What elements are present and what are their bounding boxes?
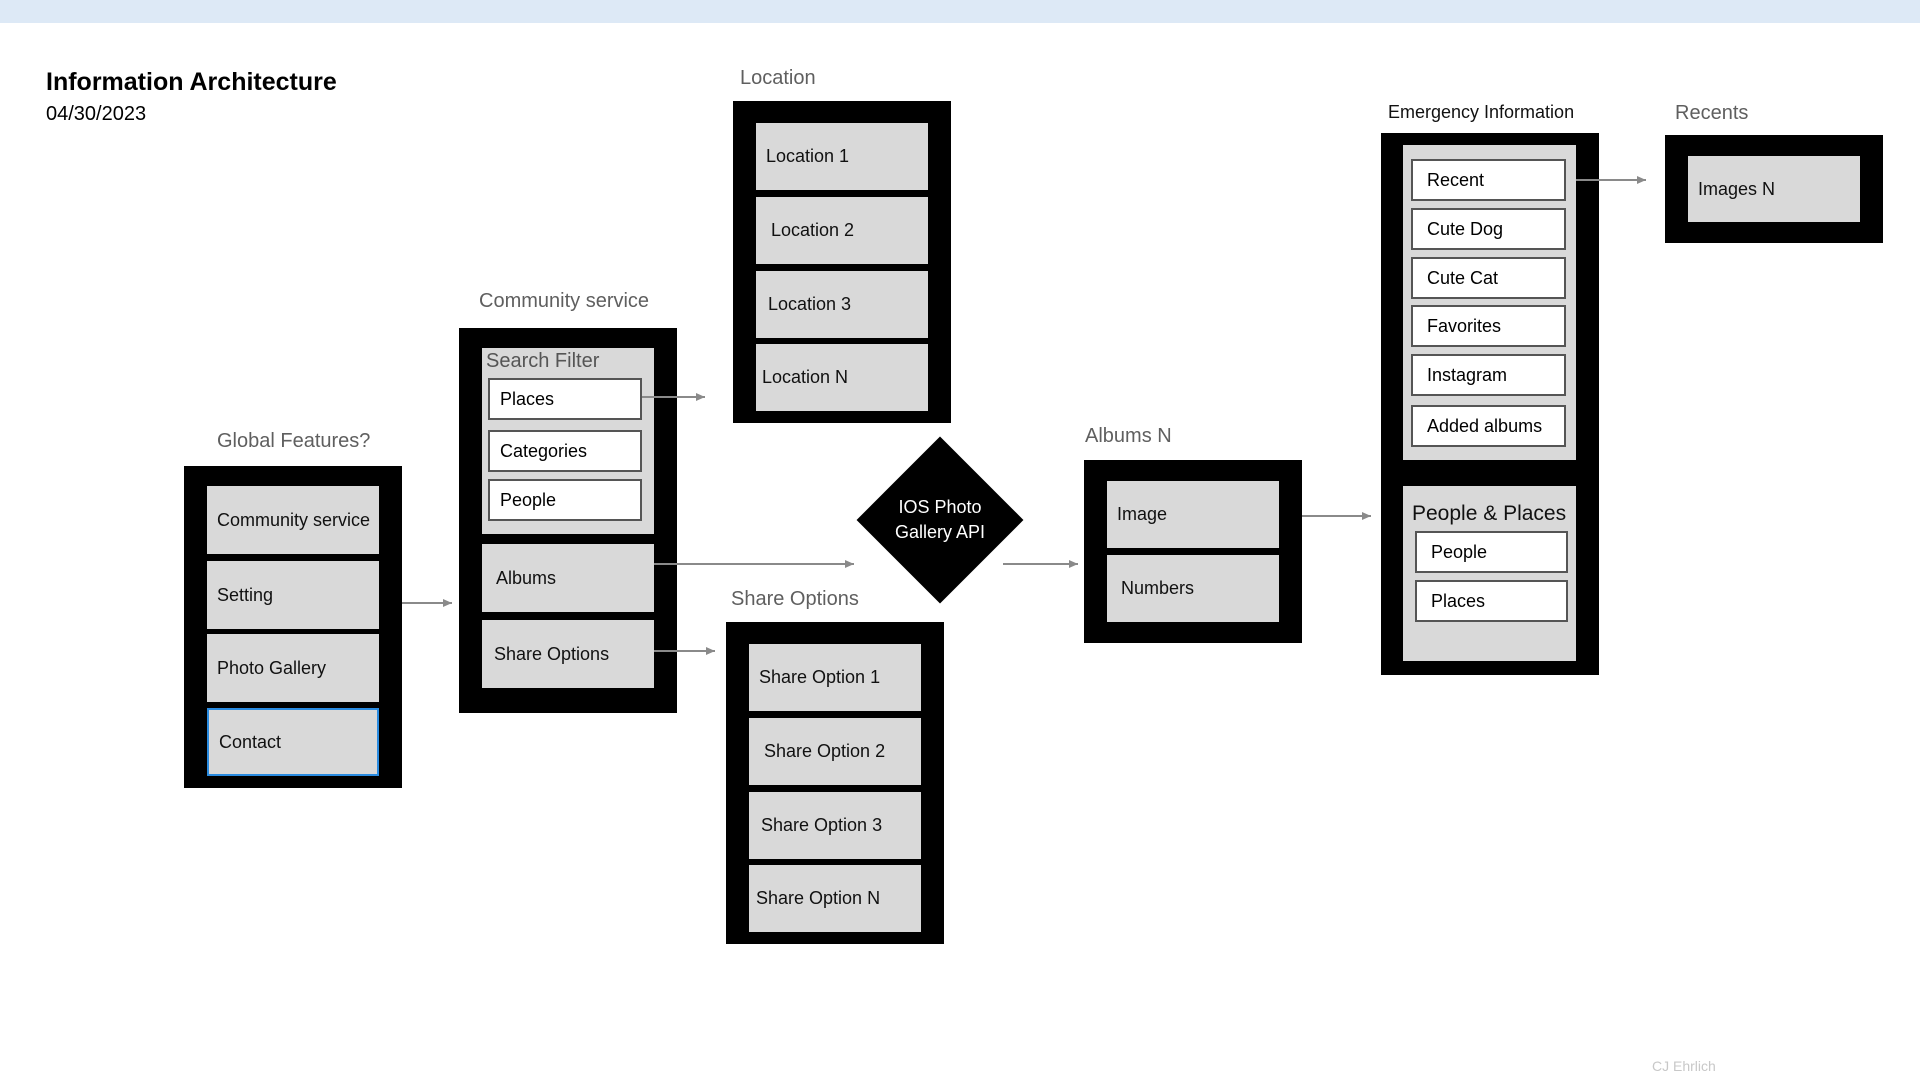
community-item-share-options[interactable]: Share Options xyxy=(482,620,654,688)
filter-people[interactable]: People xyxy=(488,479,642,521)
global-item-community-service[interactable]: Community service xyxy=(207,486,379,554)
location-label: Location xyxy=(740,67,816,89)
emergency-information-label: Emergency Information xyxy=(1388,102,1575,122)
global-item-photo-gallery[interactable]: Photo Gallery xyxy=(207,634,379,702)
location-frame: Location 1 Location 2 Location 3 Locatio… xyxy=(733,101,951,423)
global-features-frame: Community service Setting Photo Gallery … xyxy=(184,466,402,788)
share-option-2[interactable]: Share Option 2 xyxy=(749,718,921,785)
albums-n-label: Albums N xyxy=(1085,425,1172,447)
top-bar xyxy=(0,0,1920,23)
emergency-item-favorites[interactable]: Favorites xyxy=(1411,305,1566,347)
people-places-item-people[interactable]: People xyxy=(1415,531,1568,573)
community-service-label: Community service xyxy=(479,290,650,312)
filter-places[interactable]: Places xyxy=(488,378,642,420)
community-item-albums[interactable]: Albums xyxy=(482,544,654,612)
people-places-group: People & Places People Places xyxy=(1403,486,1576,661)
recents-item-images-n[interactable]: Images N xyxy=(1688,156,1860,222)
albums-n-frame: Image Numbers xyxy=(1084,460,1302,643)
people-places-item-places[interactable]: Places xyxy=(1415,580,1568,622)
albums-item-numbers[interactable]: Numbers xyxy=(1107,555,1279,622)
global-item-setting[interactable]: Setting xyxy=(207,561,379,629)
share-option-1[interactable]: Share Option 1 xyxy=(749,644,921,711)
location-item-n[interactable]: Location N xyxy=(756,344,928,411)
emergency-item-cute-cat[interactable]: Cute Cat xyxy=(1411,257,1566,299)
albums-item-image[interactable]: Image xyxy=(1107,481,1279,548)
page-title: Information Architecture xyxy=(46,68,337,96)
location-item-2[interactable]: Location 2 xyxy=(756,197,928,264)
share-option-3[interactable]: Share Option 3 xyxy=(749,792,921,859)
filter-categories[interactable]: Categories xyxy=(488,430,642,472)
search-filter-title: Search Filter xyxy=(486,350,600,372)
emergency-list-group: Recent Cute Dog Cute Cat Favorites Insta… xyxy=(1403,145,1576,460)
api-label-line1: IOS Photo xyxy=(898,497,982,517)
emergency-item-added-albums[interactable]: Added albums xyxy=(1411,405,1566,447)
people-places-title: People & Places xyxy=(1412,502,1567,525)
recents-frame: Images N xyxy=(1665,135,1883,243)
api-label-line2: Gallery API xyxy=(894,522,986,542)
location-item-1[interactable]: Location 1 xyxy=(756,123,928,190)
author-credit: CJ Ehrlich xyxy=(1652,1058,1716,1074)
share-options-frame: Share Option 1 Share Option 2 Share Opti… xyxy=(726,622,944,944)
global-features-label: Global Features? xyxy=(217,430,371,452)
share-option-n[interactable]: Share Option N xyxy=(749,865,921,932)
share-options-label: Share Options xyxy=(731,588,859,610)
emergency-item-instagram[interactable]: Instagram xyxy=(1411,354,1566,396)
emergency-information-frame: Recent Cute Dog Cute Cat Favorites Insta… xyxy=(1381,133,1599,675)
community-service-frame: Search Filter Places Categories People A… xyxy=(459,328,677,713)
global-item-contact[interactable]: Contact xyxy=(207,708,379,776)
emergency-item-recent[interactable]: Recent xyxy=(1411,159,1566,201)
search-filter-group: Search Filter Places Categories People xyxy=(482,348,654,534)
recents-label: Recents xyxy=(1675,102,1749,124)
emergency-item-cute-dog[interactable]: Cute Dog xyxy=(1411,208,1566,250)
page-date: 04/30/2023 xyxy=(46,103,147,125)
location-item-3[interactable]: Location 3 xyxy=(756,271,928,338)
